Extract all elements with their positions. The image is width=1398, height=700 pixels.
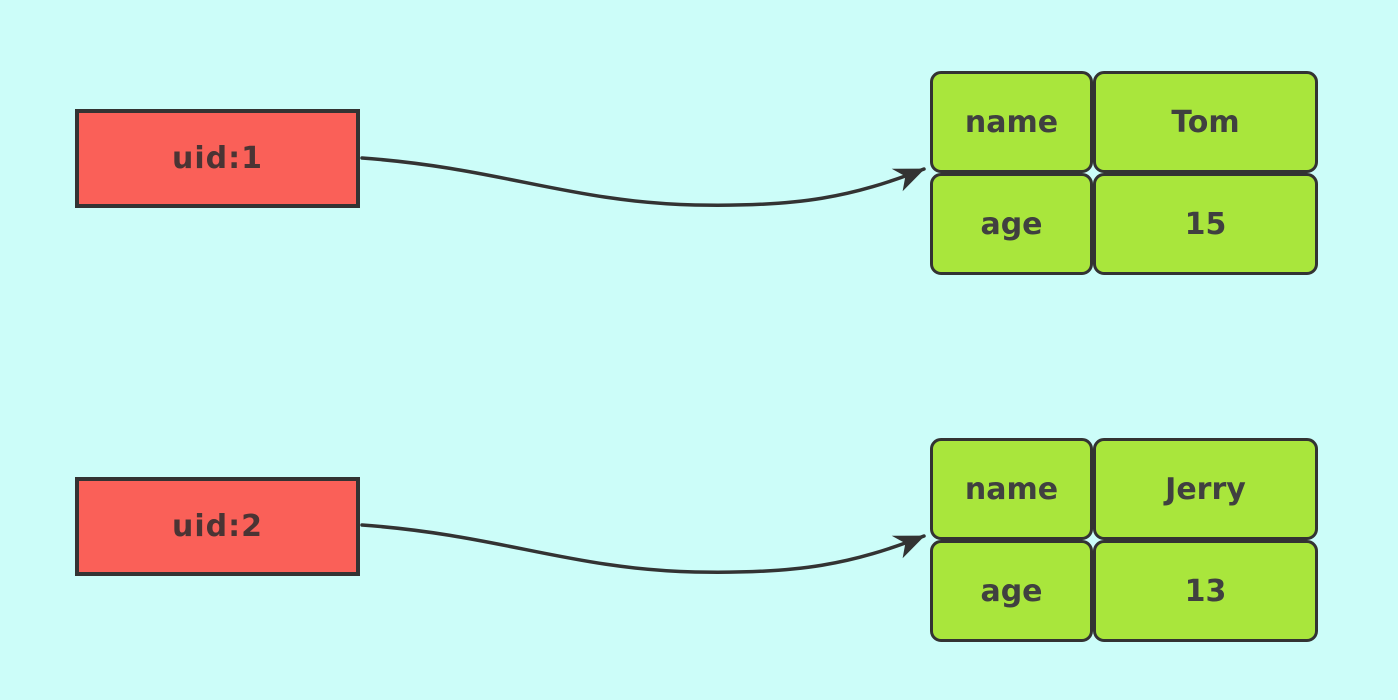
field-cell-name: name bbox=[930, 71, 1093, 173]
key-node-uid2: uid:2 bbox=[75, 477, 360, 576]
value-cell-age: 13 bbox=[1093, 540, 1318, 642]
field-cell-age: age bbox=[930, 173, 1093, 275]
key-node-uid1: uid:1 bbox=[75, 109, 360, 208]
value-cell-name: Jerry bbox=[1093, 438, 1318, 540]
value-cell-name: Tom bbox=[1093, 71, 1318, 173]
record-node-tom: name Tom age 15 bbox=[930, 71, 1318, 275]
value-cell-age: 15 bbox=[1093, 173, 1318, 275]
field-cell-age: age bbox=[930, 540, 1093, 642]
key-node-uid1-label: uid:1 bbox=[172, 141, 263, 176]
arrow-uid1-to-record bbox=[360, 156, 926, 207]
field-cell-name: name bbox=[930, 438, 1093, 540]
record-node-jerry: name Jerry age 13 bbox=[930, 438, 1318, 642]
key-node-uid2-label: uid:2 bbox=[172, 509, 263, 544]
arrow-uid2-to-record bbox=[360, 523, 926, 574]
